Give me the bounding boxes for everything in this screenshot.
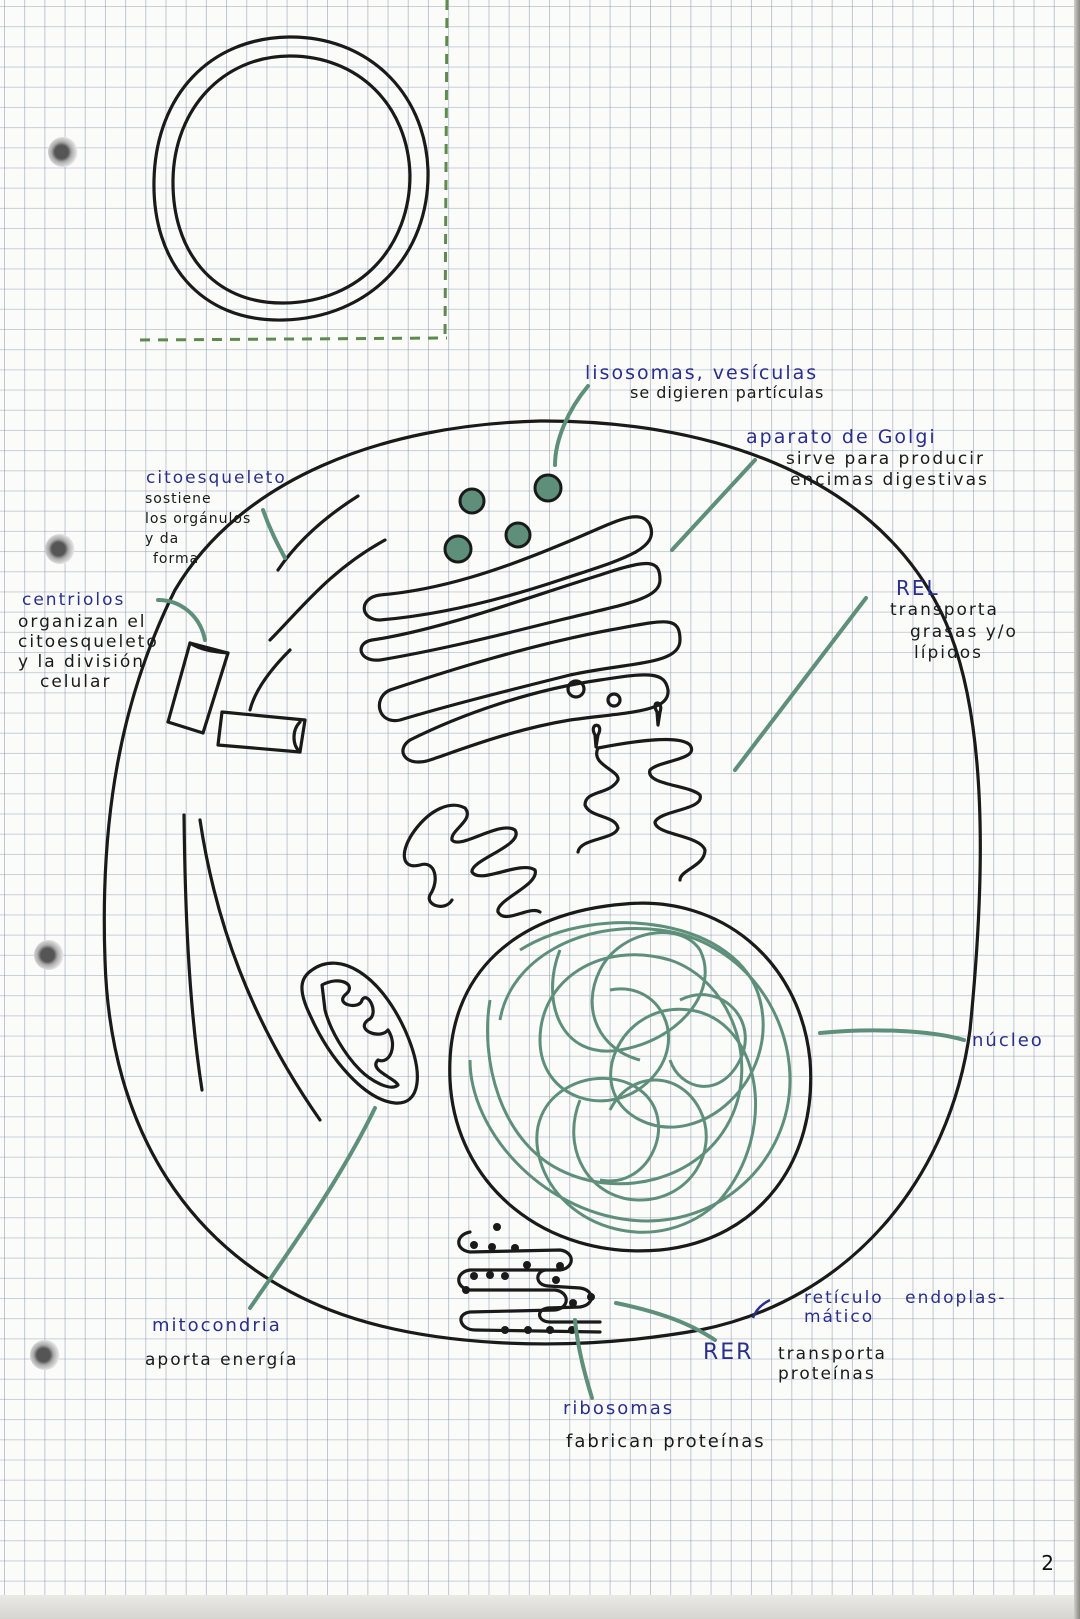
page-edge bbox=[0, 1595, 1080, 1619]
desc-ribosomas: fabrican proteínas bbox=[566, 1431, 766, 1452]
chromatin bbox=[468, 921, 792, 1234]
desc-rer-1: transporta bbox=[778, 1344, 887, 1364]
binder-hole bbox=[30, 1340, 60, 1370]
dashed-frame bbox=[139, 0, 449, 342]
label-rel: REL bbox=[896, 576, 940, 600]
binder-hole bbox=[45, 534, 75, 564]
desc-rer-2: proteínas bbox=[778, 1364, 876, 1384]
binder-hole bbox=[48, 137, 78, 167]
desc-centriolos-3: y la división bbox=[18, 652, 146, 672]
label-centriolos: centriolos bbox=[22, 590, 126, 610]
label-citoesqueleto: citoesqueleto bbox=[146, 468, 287, 488]
desc-citoesqueleto-4: forma bbox=[153, 551, 200, 567]
double-circle-figure bbox=[152, 35, 430, 322]
rough-er bbox=[413, 803, 542, 919]
desc-golgi-1: sirve para producir bbox=[786, 449, 985, 469]
cell-membrane bbox=[102, 419, 982, 1346]
desc-rel-3: lípidos bbox=[914, 643, 984, 663]
golgi-apparatus bbox=[359, 515, 682, 764]
label-golgi: aparato de Golgi bbox=[746, 426, 937, 448]
page-edge bbox=[1074, 0, 1080, 1619]
centrioles bbox=[166, 641, 307, 754]
desc-rel-1: transporta bbox=[890, 600, 999, 620]
page-number: 2 bbox=[1041, 1551, 1054, 1575]
desc-citoesqueleto-1: sostiene bbox=[145, 491, 212, 507]
label-nucleo: núcleo bbox=[972, 1030, 1044, 1051]
desc-centriolos-4: celular bbox=[40, 672, 112, 692]
nucleus-membrane bbox=[448, 901, 813, 1253]
desc-golgi-2: encimas digestivas bbox=[790, 470, 989, 490]
desc-mitocondria: aporta energía bbox=[145, 1350, 299, 1370]
lysosomes bbox=[443, 473, 563, 564]
label-reticulo-1: retículo endoplas- bbox=[804, 1288, 1007, 1308]
smooth-er bbox=[596, 737, 707, 882]
leader-lines bbox=[156, 384, 966, 1400]
binder-hole bbox=[34, 940, 64, 970]
label-reticulo-2: mático bbox=[804, 1307, 875, 1327]
desc-rel-2: grasas y/o bbox=[910, 622, 1018, 642]
desc-citoesqueleto-2: los orgánulos bbox=[145, 511, 252, 527]
desc-lisosomas: se digieren partículas bbox=[630, 383, 825, 402]
mitochondrion bbox=[300, 961, 419, 1105]
label-mitocondria: mitocondria bbox=[152, 1315, 282, 1336]
label-ribosomas: ribosomas bbox=[563, 1398, 675, 1419]
desc-citoesqueleto-3: y da bbox=[145, 531, 180, 547]
desc-centriolos-1: organizan el bbox=[18, 612, 147, 632]
desc-centriolos-2: citoesqueleto bbox=[18, 632, 159, 652]
rer-ribosomes bbox=[457, 1230, 602, 1334]
label-rer: RER bbox=[703, 1340, 754, 1365]
label-lisosomas: lisosomas, vesículas bbox=[585, 362, 819, 384]
